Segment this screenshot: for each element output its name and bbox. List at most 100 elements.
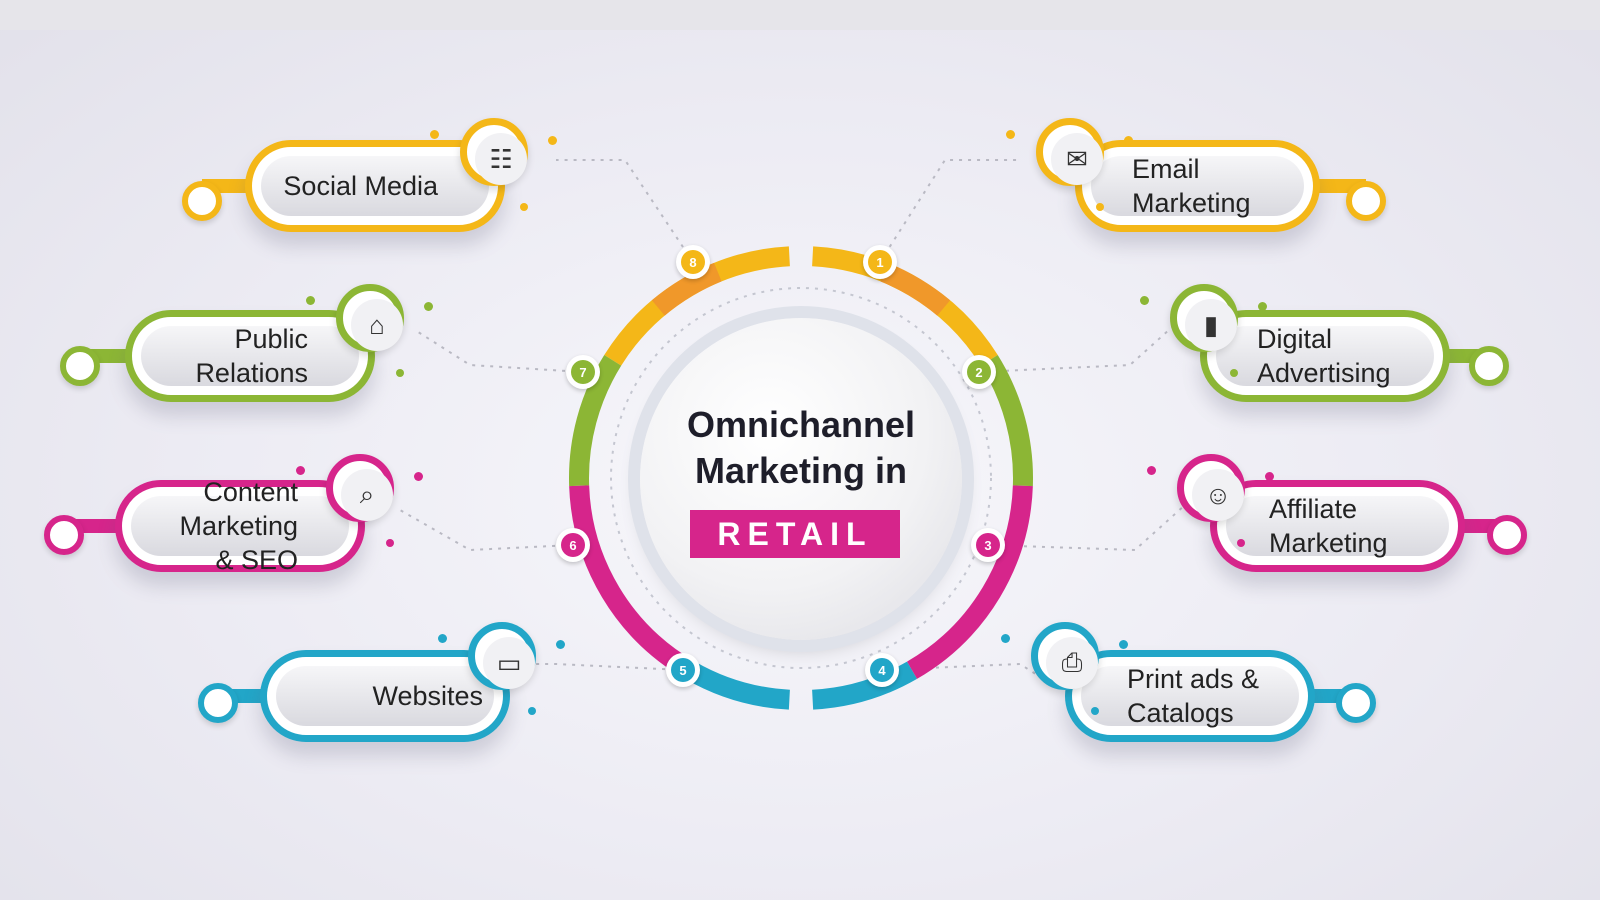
decorative-dot [424,302,433,311]
ring-number-3: 3 [971,528,1005,562]
channel-label: Websites [372,681,483,711]
ring-number-text: 6 [561,533,585,557]
channel-label: Digital Advertising [1257,324,1391,388]
decorative-dot [396,369,404,377]
connector-line [556,159,694,263]
card-knob [1346,181,1386,221]
top-border-strip [0,0,1600,30]
affiliate-people-icon: ☺ [1192,469,1244,521]
channel-label: Social Media [283,171,438,201]
center-disk [640,318,962,640]
channel-label: Affiliate Marketing [1269,494,1388,558]
decorative-dot [1230,369,1238,377]
decorative-dot [1096,203,1104,211]
ring-number-7: 7 [566,355,600,389]
decorative-dot [1258,302,1267,311]
card-knob [44,515,84,555]
retail-highlight-text: RETAIL [717,515,873,552]
connector-line [987,504,1186,552]
decorative-dot [520,203,528,211]
card-knob [182,181,222,221]
decorative-dot [1091,707,1099,715]
ring-number-text: 1 [868,250,892,274]
channel-card: Print ads & Catalogs [1065,650,1315,742]
ring-segment [569,355,622,487]
decorative-dot [386,539,394,547]
channel-icon-badge: ✉ [1036,118,1104,186]
ring-number-text: 7 [571,360,595,384]
card-inner [131,496,349,556]
segmented-ring [569,246,1033,710]
channel-card: Content Marketing & SEO [115,477,365,575]
decorative-dot [528,707,536,715]
card-knob [1487,515,1527,555]
card-knob [60,346,100,386]
monitor-icon: ▭ [483,637,535,689]
ring-number-text: 2 [967,360,991,384]
ring-number-text: 5 [671,658,695,682]
decorative-dot [1147,466,1156,475]
ring-number-5: 5 [666,653,700,687]
ring-number-text: 3 [976,533,1000,557]
channel-icon-badge: ⌕ [326,454,394,522]
card-inner [141,326,359,386]
decorative-dot [438,634,447,643]
decorative-dot [296,466,305,475]
ring-segment [651,262,722,316]
channel-icon-badge: ▭ [468,622,536,690]
card-knob [198,683,238,723]
handshake-icon: ⌂ [351,299,403,351]
channel-label: Email Marketing [1132,154,1251,218]
ring-number-1: 1 [863,245,897,279]
ring-number-text: 8 [681,250,705,274]
magnifier-content-icon: ⌕ [341,469,393,521]
card-inner [1216,326,1434,386]
card-inner [276,666,494,726]
decorative-dot [1006,130,1015,139]
decorative-dot [414,472,423,481]
connector-line [536,663,684,671]
channel-icon-badge: ⌂ [336,284,404,352]
decorative-dot [1140,296,1149,305]
center-title: Omnichannel Marketing in [686,404,916,491]
decorative-dot [1001,634,1010,643]
card-knob [1469,346,1509,386]
card-inner [1091,156,1304,216]
card-inner [261,156,489,216]
channel-label: Print ads & Catalogs [1127,664,1260,728]
ring-segment [980,355,1033,487]
channel-icon-badge: ▮ [1170,284,1238,352]
megaphone-chat-icon: ☷ [475,133,527,185]
channel-icon-badge: ☷ [460,118,528,186]
connector-line [978,319,1181,373]
retail-highlight-box: RETAIL [690,510,900,558]
card-inner [1226,496,1449,556]
channel-card: Email Marketing [1075,140,1320,232]
card-inner [1081,666,1299,726]
ring-number-8: 8 [676,245,710,279]
channel-icon-badge: ⎙ [1031,622,1099,690]
decorative-dot [306,296,315,305]
decorative-dot [548,136,557,145]
connector-line [414,329,584,373]
envelope-megaphone-icon: ✉ [1051,133,1103,185]
channel-label: Public Relations [195,324,308,388]
connector-line [399,509,574,552]
channel-icon-badge: ☺ [1177,454,1245,522]
decorative-dot [1237,539,1245,547]
ring-segment [880,262,951,316]
ring-segment [906,485,1033,679]
printer-ad-icon: ⎙ [1046,637,1098,689]
channel-card: Digital Advertising [1200,310,1450,402]
card-knob [1336,683,1376,723]
connector-line [879,159,1020,263]
ring-segment [569,485,696,679]
ring-number-4: 4 [865,653,899,687]
ring-number-text: 4 [870,658,894,682]
channel-card: Public Relations [125,310,375,402]
inner-dotted-ring [610,287,992,669]
channel-card: Websites [260,650,510,742]
decorative-dot [1265,472,1274,481]
ring-number-2: 2 [962,355,996,389]
